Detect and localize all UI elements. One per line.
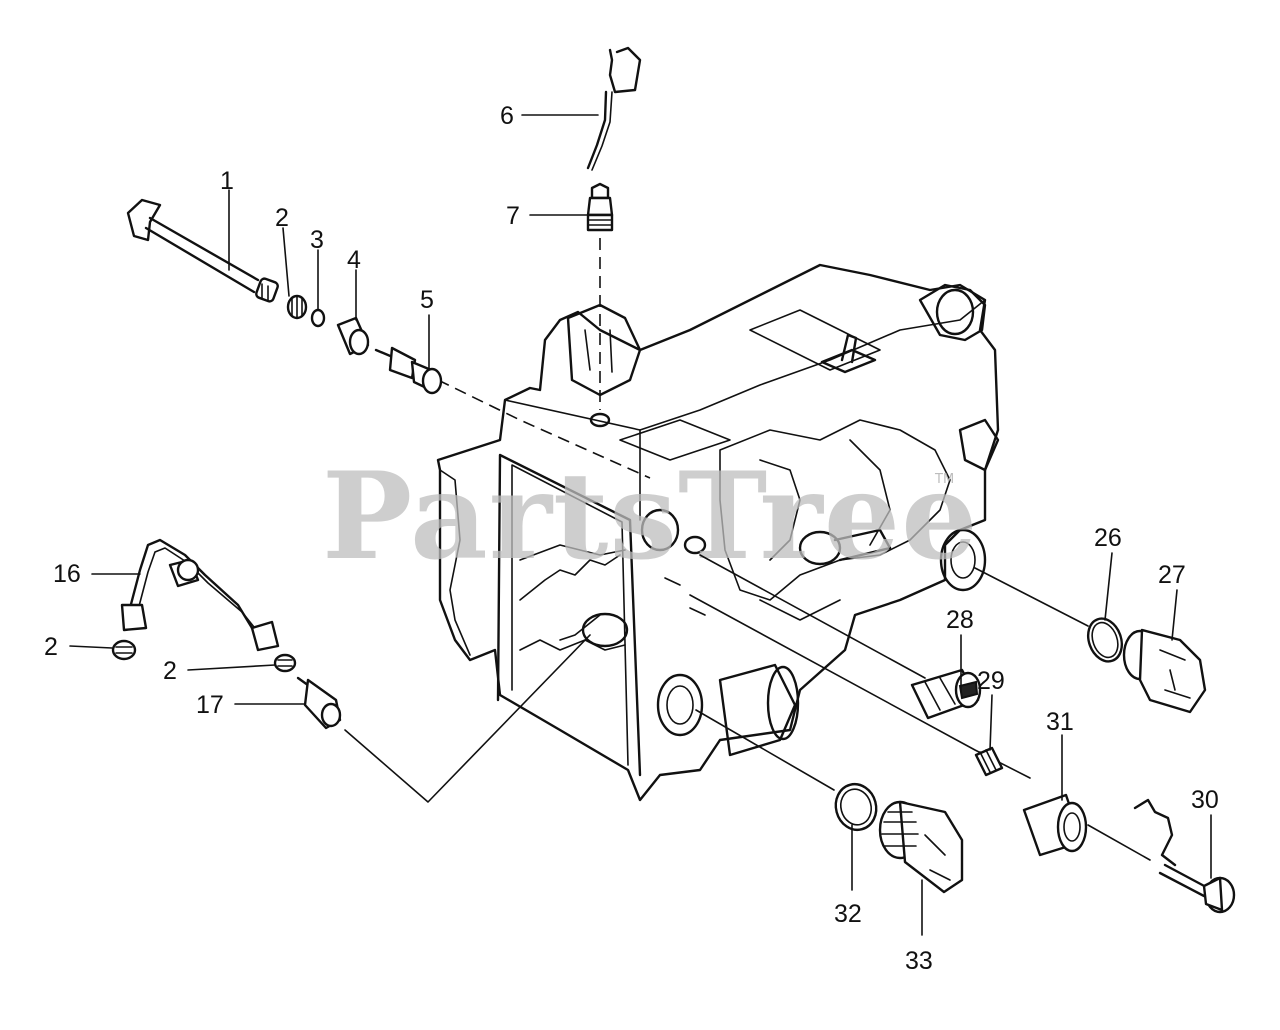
callout-30: 30: [1191, 786, 1219, 814]
watermark-trademark: TM: [934, 472, 954, 487]
part-31-bushing: [1022, 793, 1088, 857]
callout-5: 5: [420, 286, 434, 314]
callout-1: 1: [220, 167, 234, 195]
part-2-nut: [286, 294, 308, 320]
part-3-washer: [310, 308, 326, 328]
part-32-o-ring: [834, 782, 878, 832]
crankcase-housing: [436, 263, 1000, 802]
part-33-plug: [878, 800, 964, 894]
parts-tree-watermark: PartsTree TM: [322, 446, 978, 587]
part-5-check-valve: [374, 346, 443, 395]
callout-labels: 1 2 3 4 5 6 7 16 2 2 17 26 27 28 29 31 3…: [44, 102, 1219, 975]
callout-3: 3: [310, 226, 324, 254]
callout-17: 17: [196, 691, 224, 719]
part-4-bushing: [336, 316, 370, 356]
part-29-spring: [974, 746, 1004, 777]
callout-27: 27: [1158, 561, 1186, 589]
callout-4: 4: [347, 246, 361, 274]
part-26-o-ring: [1086, 617, 1124, 663]
callout-2: 2: [275, 204, 289, 232]
callout-7: 7: [506, 202, 520, 230]
part-7-fitting: [586, 182, 614, 232]
callout-2-left: 2: [44, 633, 58, 661]
part-6-wire: [586, 46, 642, 171]
callout-6: 6: [500, 102, 514, 130]
callout-29: 29: [977, 667, 1005, 695]
callout-32: 32: [834, 900, 862, 928]
part-30-adjusting-screw: [1133, 798, 1236, 914]
part-2-nut-mid: [273, 653, 297, 673]
watermark-text: PartsTree: [322, 446, 978, 587]
assembly-lines: [344, 238, 1151, 861]
callout-26: 26: [1094, 524, 1122, 552]
callout-31: 31: [1046, 708, 1074, 736]
part-1-oil-tube: [126, 198, 279, 303]
part-17-banjo: [296, 676, 342, 730]
callout-16: 16: [53, 560, 81, 588]
part-16-oil-line: [120, 538, 280, 652]
leader-lines: [69, 114, 1212, 936]
callout-2-mid: 2: [163, 657, 177, 685]
part-27-plug: [1122, 628, 1207, 714]
callout-33: 33: [905, 947, 933, 975]
part-2-nut-left: [111, 639, 137, 661]
callout-28: 28: [946, 606, 974, 634]
